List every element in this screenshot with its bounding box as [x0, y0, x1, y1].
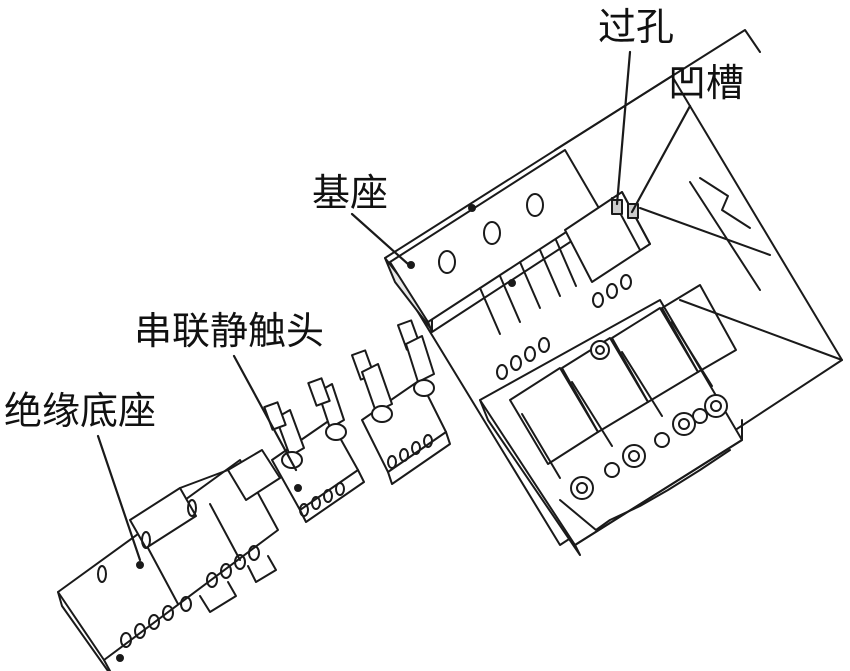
series-static-contact-label: 串联静触头 — [134, 309, 325, 353]
frame-edge — [479, 399, 581, 556]
base-hole — [526, 193, 544, 217]
rib — [499, 275, 521, 323]
rib — [479, 287, 501, 335]
base-hole — [483, 221, 501, 245]
compartments — [509, 284, 737, 479]
base-label: 基座 — [312, 171, 389, 215]
groove-label: 凹槽 — [668, 61, 745, 105]
base-assembly — [384, 29, 843, 556]
panel-slot — [699, 177, 751, 229]
leader-through-hole — [615, 50, 632, 206]
leader-series-contact — [232, 354, 298, 472]
panel-division — [679, 299, 843, 361]
rib — [519, 261, 541, 309]
through-hole-label: 过孔 — [598, 5, 675, 49]
leader-groove — [630, 104, 692, 214]
rib — [555, 239, 577, 287]
rib — [539, 249, 561, 297]
series-static-contact-right — [350, 319, 451, 485]
frame-foot — [559, 449, 731, 531]
series-static-contact-left — [263, 377, 365, 523]
base-dot — [468, 204, 476, 212]
insulating-base — [57, 449, 281, 671]
leader-insulating-base — [96, 434, 142, 562]
insulating-base-label: 绝缘底座 — [4, 389, 157, 433]
base-dot — [508, 279, 516, 287]
panel-division — [689, 181, 761, 291]
base-dot — [407, 261, 415, 269]
panel-division — [639, 207, 771, 256]
leader-lines — [96, 50, 692, 562]
leader-base — [350, 212, 410, 266]
base-hole — [438, 250, 456, 274]
terminal-screws — [570, 340, 728, 500]
panel-division — [554, 29, 761, 151]
hole-row — [496, 274, 632, 380]
